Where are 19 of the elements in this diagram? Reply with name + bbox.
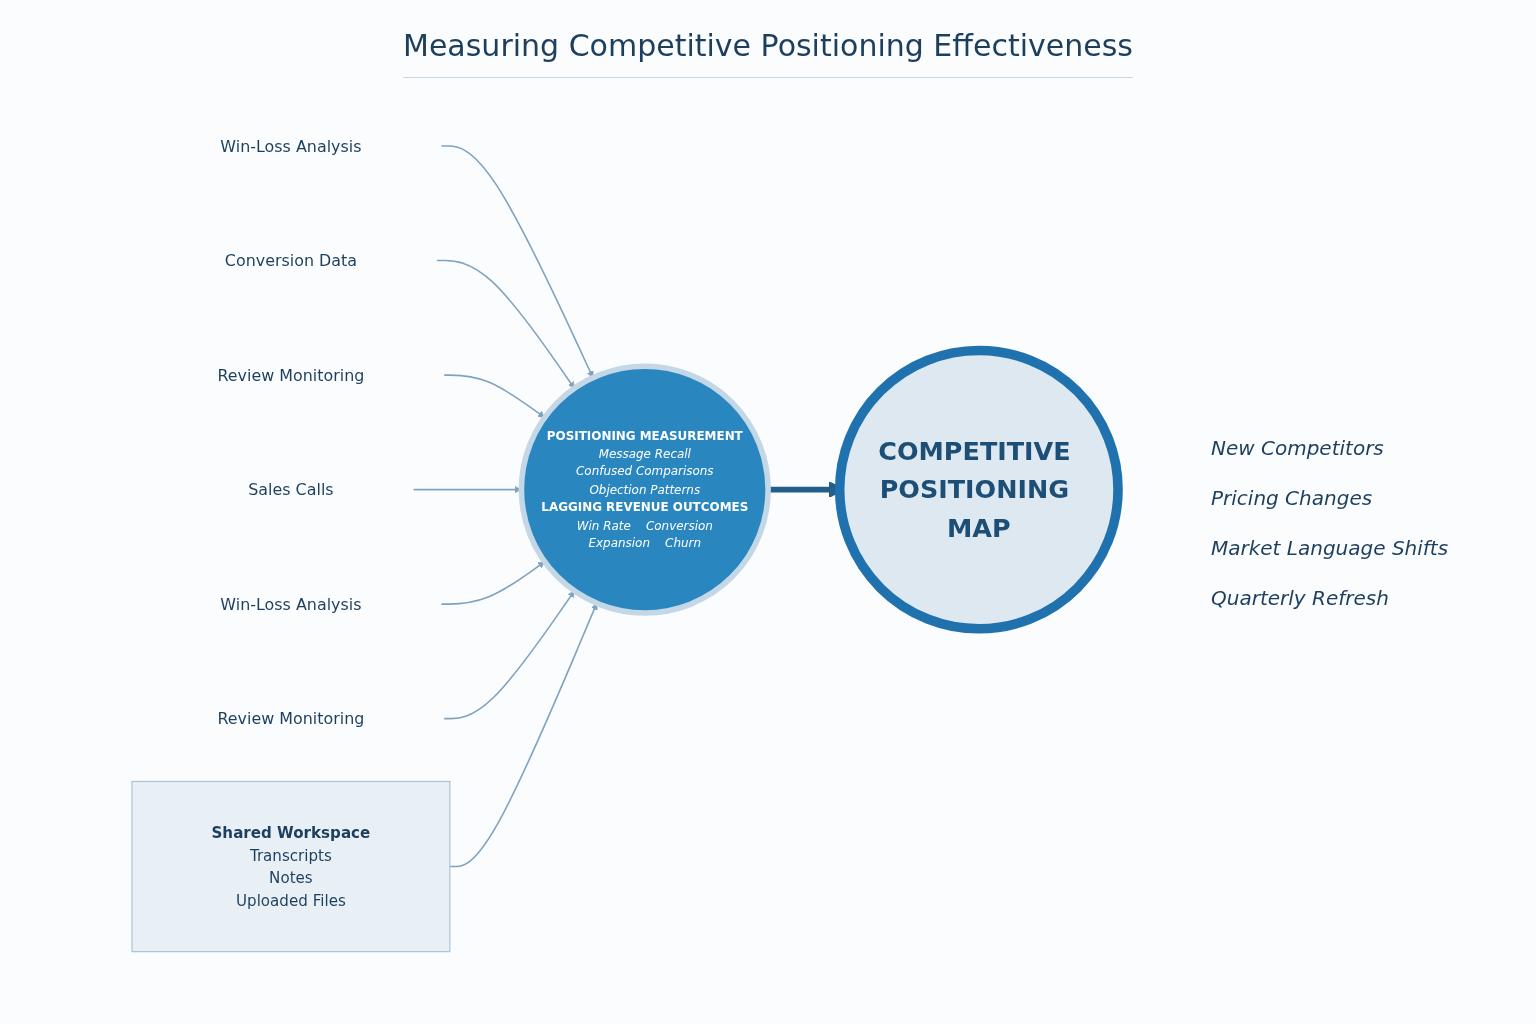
cycle-label: Market Language Shifts [1211, 536, 1449, 560]
diagram-title: Measuring Competitive Positioning Effectiveness [403, 28, 1133, 78]
node-text: Conversion Data [224, 251, 358, 271]
node-text: Win-Loss Analysis [220, 136, 362, 156]
arrow [440, 561, 545, 605]
node-text: Sales Calls [248, 480, 334, 500]
cycle-label: Quarterly Refresh [1211, 586, 1389, 610]
node-text: Review Monitoring [217, 709, 365, 729]
node-circle: POSITIONING MEASUREMENT Message Recall Confused Comparisons Objection Patterns LAGGING REVENUE OUTCOMES Win Rate Conversion Expansion Churn [518, 363, 771, 616]
arrow [443, 374, 545, 418]
arrow [440, 145, 594, 378]
node-box: Shared Workspace Transcripts Notes Uploaded Files [131, 780, 451, 953]
node-text: Win-Loss Analysis [220, 594, 362, 614]
node-text: Review Monitoring [217, 365, 365, 385]
arrow [435, 259, 575, 389]
arrow [443, 590, 575, 720]
cycle-label: New Competitors [1211, 436, 1384, 460]
node-circle: COMPETITIVE POSITIONING MAP [834, 345, 1123, 634]
cycle-label: Pricing Changes [1211, 486, 1373, 510]
